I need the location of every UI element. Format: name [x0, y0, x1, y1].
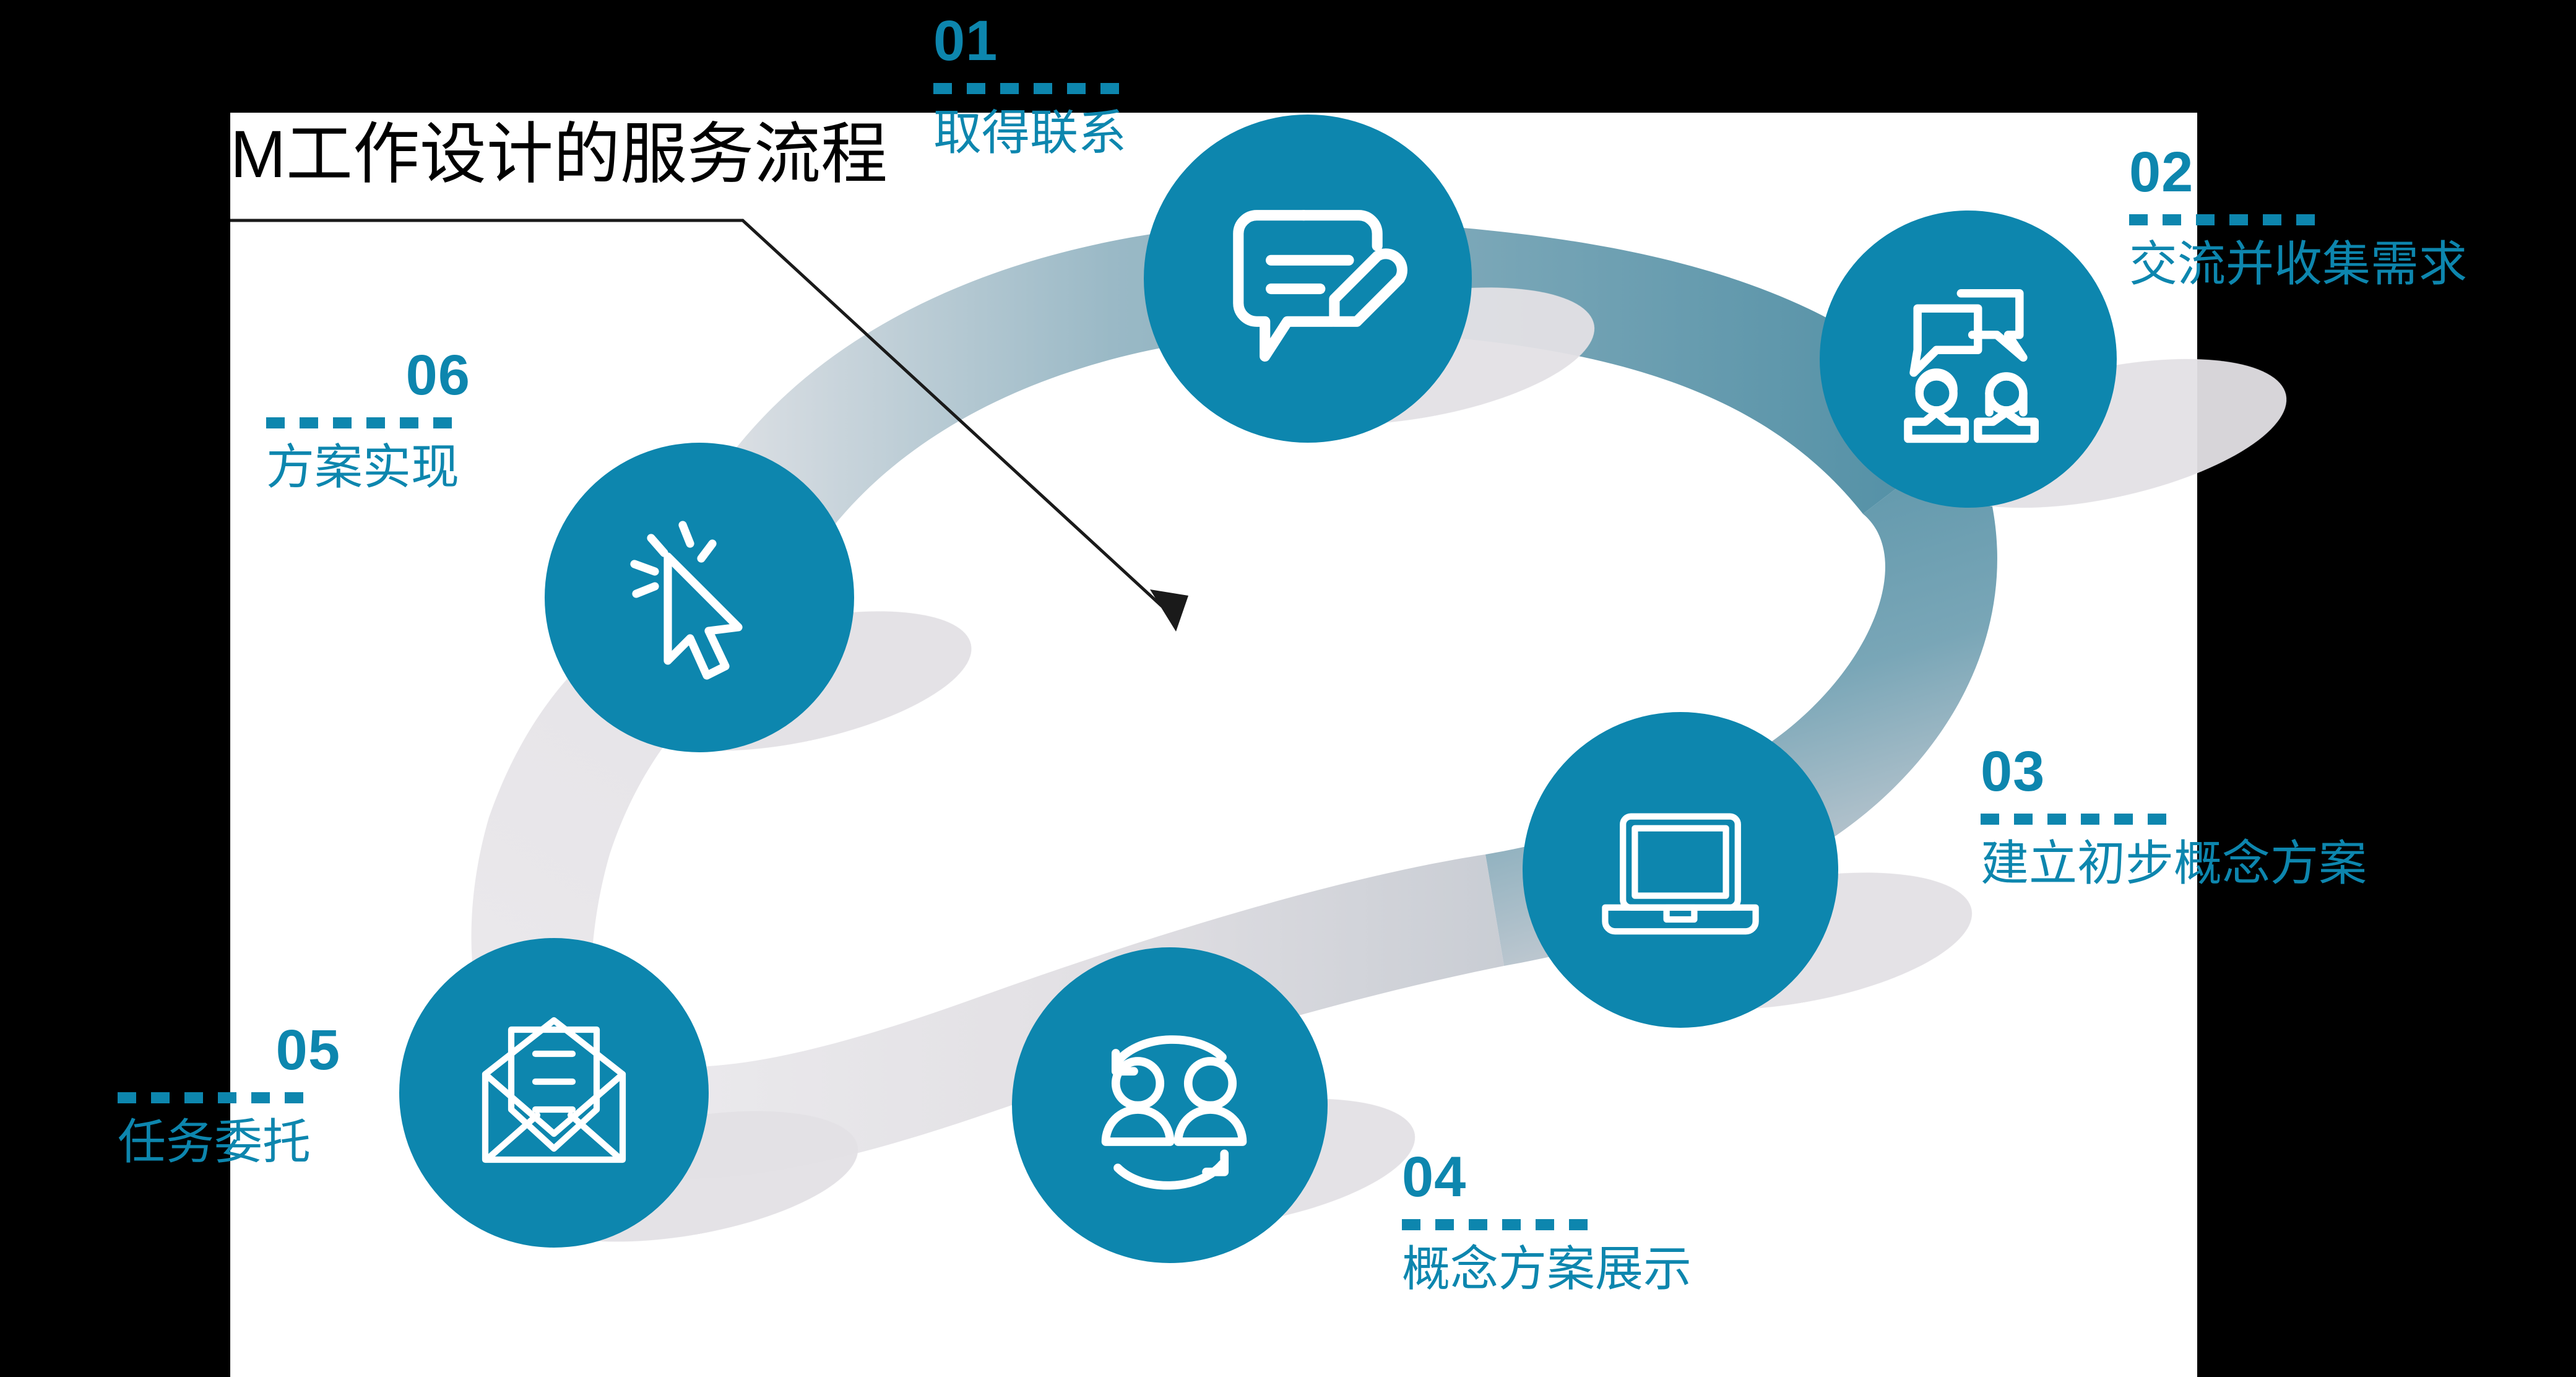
step-circle-02[interactable] [1820, 211, 2117, 508]
step-label-01: 取得联系 [933, 105, 1127, 160]
step-label-03: 建立初步概念方案 [1981, 836, 2367, 890]
step-circle-01[interactable] [1144, 115, 1472, 443]
step-number-01: 01 [933, 9, 998, 72]
step-divider-06 [266, 417, 452, 428]
step-divider-05 [118, 1092, 303, 1103]
step-block-02: 02 交流并收集需求 [2129, 144, 2525, 293]
ribbon-upper-arc [650, 220, 1968, 656]
step-number-04: 04 [1402, 1145, 1467, 1209]
step-circle-05[interactable] [399, 938, 709, 1248]
step-circle-04[interactable] [1012, 947, 1328, 1263]
step-number-02: 02 [2129, 141, 2194, 204]
people-exchange-icon [1101, 1035, 1247, 1190]
step-label-06: 方案实现 [266, 440, 460, 494]
step-divider-03 [1981, 814, 2166, 825]
step-block-01: 01 取得联系 [933, 12, 1193, 162]
step-block-05: 05 任务委托 [118, 1022, 340, 1171]
step-block-06: 06 方案实现 [266, 347, 470, 497]
step-number-06: 06 [405, 344, 470, 407]
step-label-04: 概念方案展示 [1402, 1241, 1692, 1296]
cursor-click-icon [630, 521, 743, 680]
step-label-05: 任务委托 [118, 1114, 311, 1169]
step-circle-03[interactable] [1523, 712, 1838, 1028]
step-divider-01 [933, 83, 1119, 94]
step-circle-06[interactable] [545, 443, 854, 752]
chat-edit-icon [1233, 210, 1407, 362]
discussion-people-icon [1903, 289, 2039, 443]
step-number-03: 03 [1981, 740, 2046, 803]
step-divider-02 [2129, 214, 2315, 225]
step-block-04: 04 概念方案展示 [1402, 1149, 1724, 1298]
step-divider-04 [1402, 1219, 1588, 1230]
step-number-05: 05 [275, 1019, 340, 1082]
page-title: M工作设计的服务流程 [230, 116, 888, 191]
step-block-03: 03 建立初步概念方案 [1981, 743, 2414, 893]
step-label-02: 交流并收集需求 [2129, 237, 2468, 291]
open-envelope-icon [482, 1017, 626, 1163]
laptop-icon [1602, 813, 1759, 935]
